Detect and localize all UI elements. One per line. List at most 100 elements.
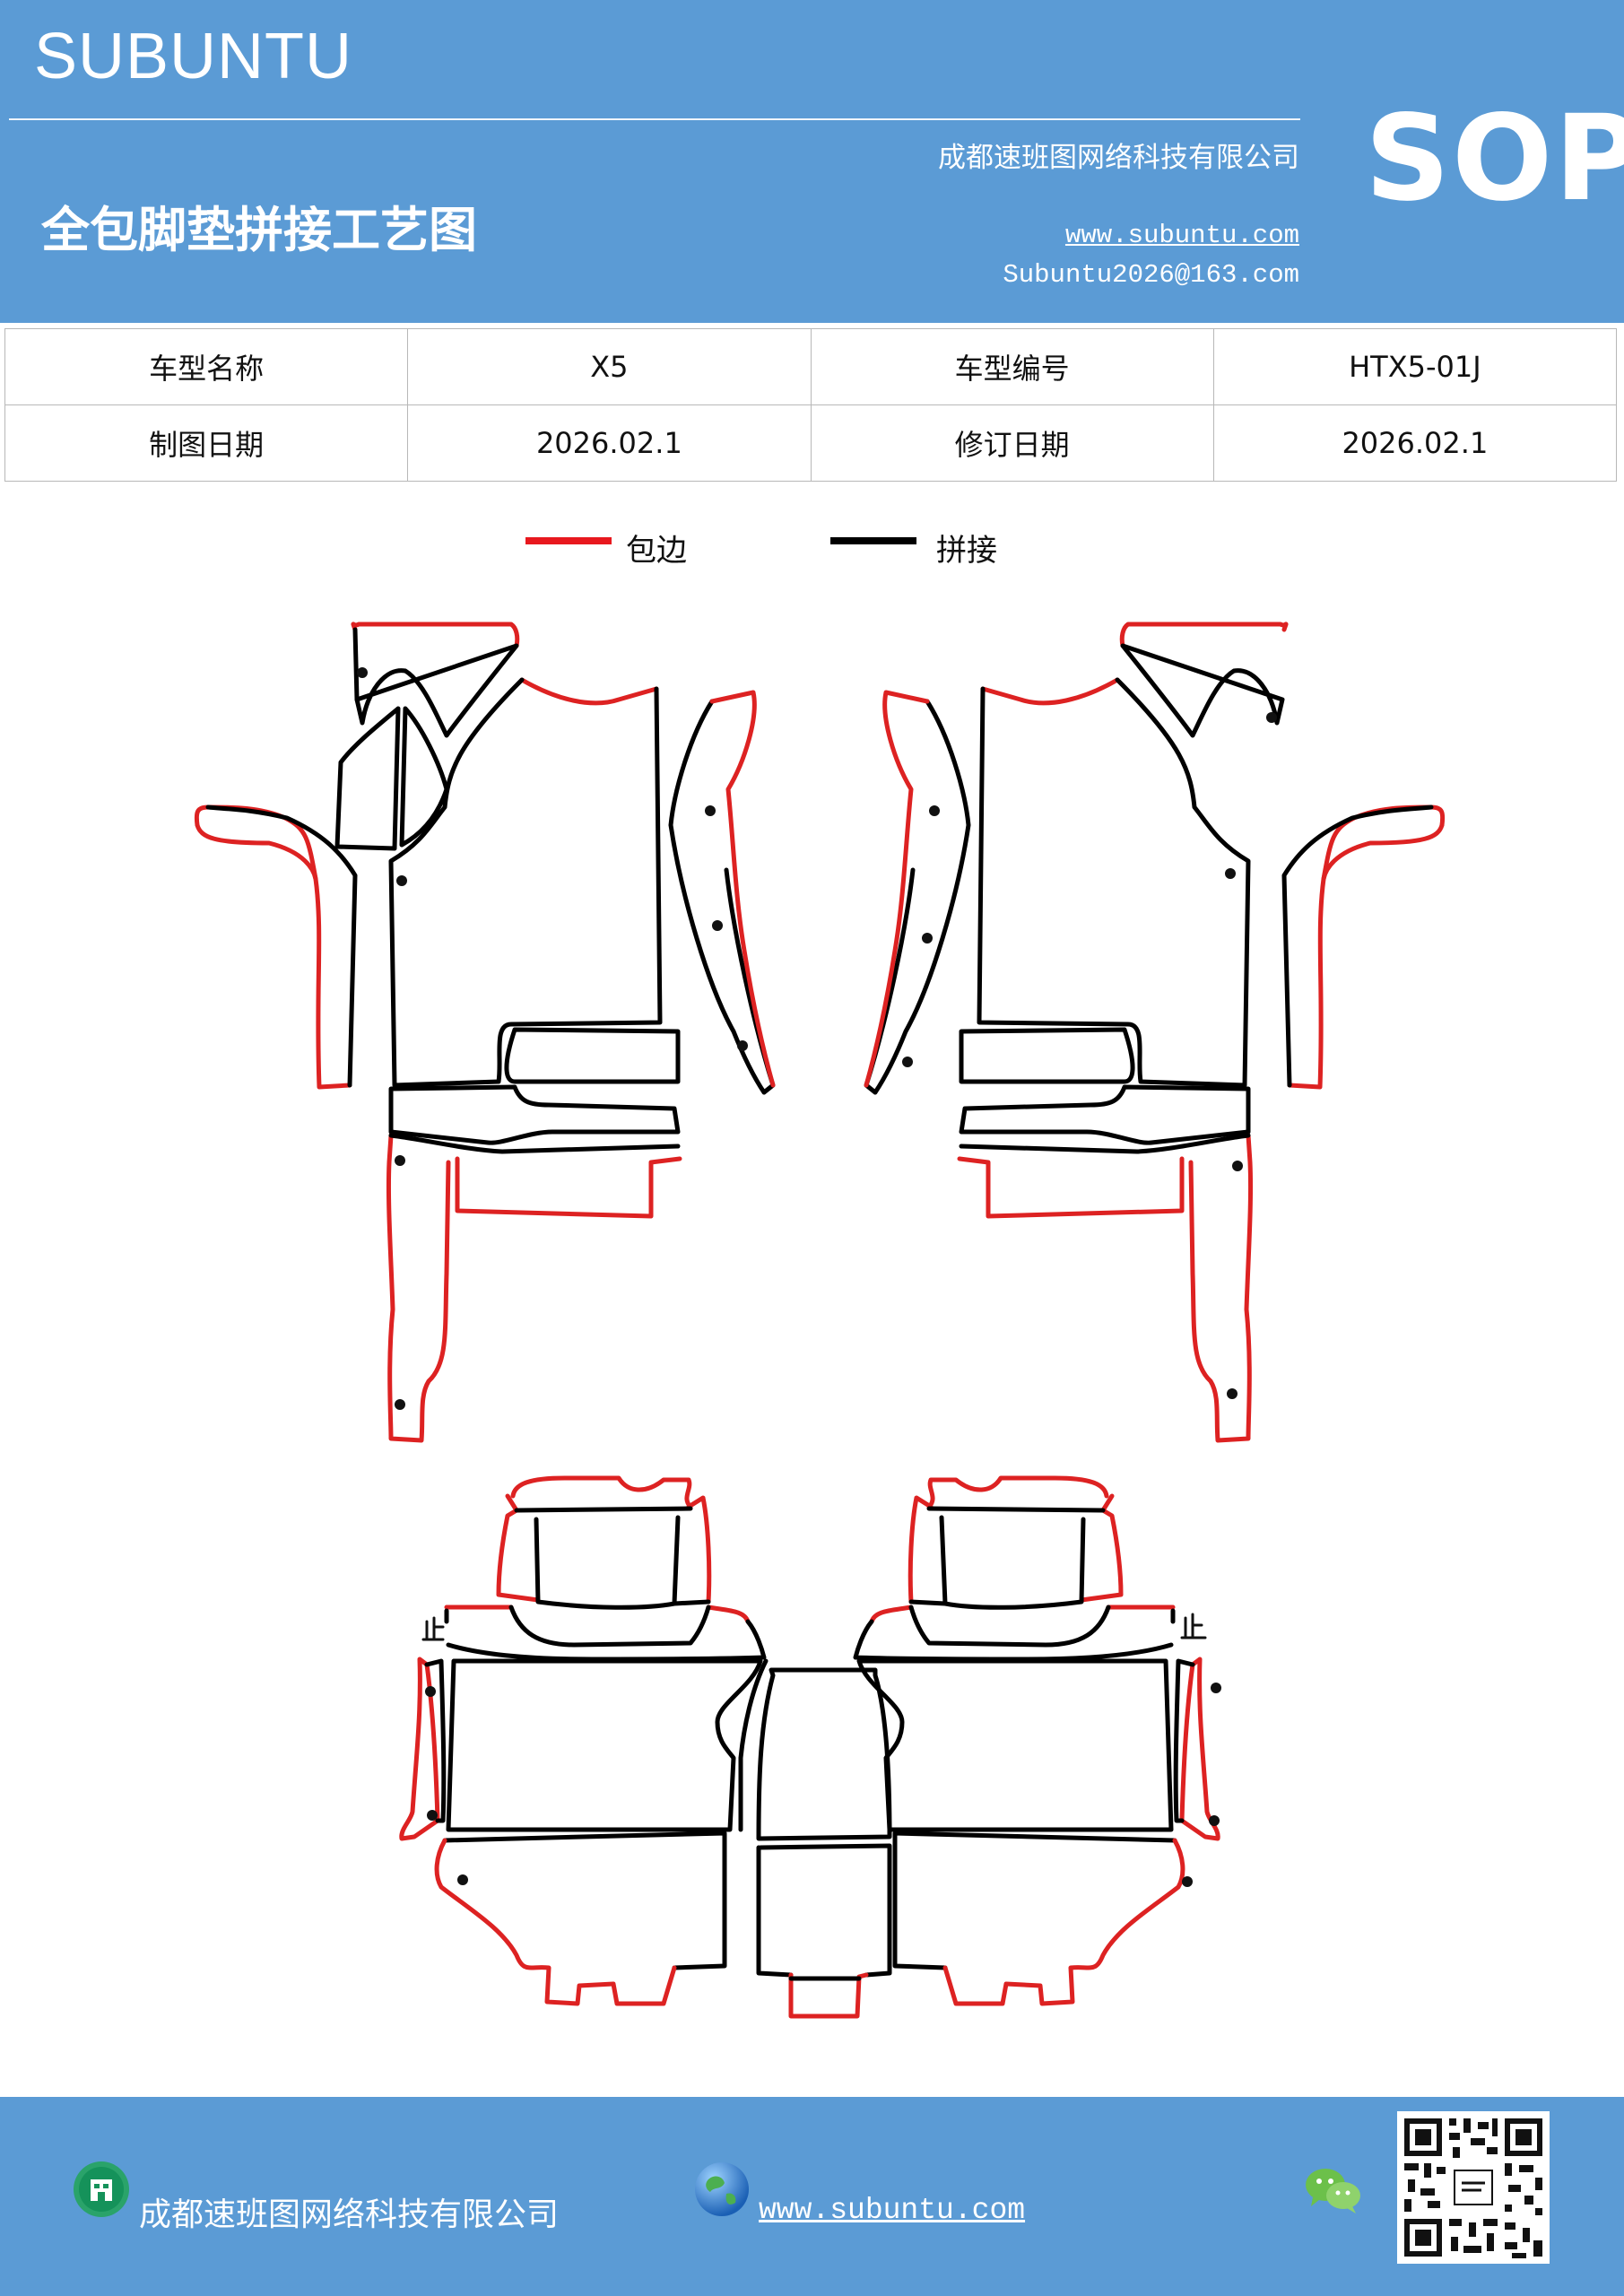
rear-right-pieces bbox=[853, 1475, 1220, 2006]
mat-piece bbox=[1188, 1133, 1254, 1443]
mat-piece bbox=[399, 706, 449, 848]
mat-piece bbox=[869, 1605, 1176, 1624]
brand-name: SUBUNTU bbox=[34, 21, 353, 92]
rivet-dot bbox=[902, 1057, 913, 1067]
rivet-dots bbox=[357, 667, 1277, 1887]
mat-piece bbox=[1287, 804, 1446, 1090]
mat-piece bbox=[1120, 643, 1285, 738]
table-row: 车型名称 X5 车型编号 HTX5-01J bbox=[4, 328, 1618, 405]
mat-piece bbox=[334, 706, 401, 851]
company-icon bbox=[74, 2161, 129, 2217]
rivet-dot bbox=[425, 1686, 436, 1697]
mat-piece bbox=[957, 1156, 1185, 1219]
center-tunnel-pieces bbox=[756, 1667, 892, 2019]
rivet-dot bbox=[457, 1874, 468, 1885]
qr-code bbox=[1397, 2111, 1550, 2264]
sop-badge: SOP bbox=[1365, 90, 1624, 228]
mat-piece bbox=[959, 1084, 1251, 1145]
front-right-pieces bbox=[864, 622, 1446, 1443]
mat-piece bbox=[386, 1133, 451, 1443]
rivet-dot bbox=[705, 805, 716, 816]
wechat-icon[interactable] bbox=[1304, 2163, 1363, 2215]
mat-piece bbox=[686, 1495, 712, 1605]
rear-left-pieces bbox=[399, 1475, 769, 2006]
mat-piece bbox=[434, 1838, 677, 2006]
rivet-dot bbox=[427, 1810, 438, 1821]
mat-piece bbox=[442, 1831, 727, 1970]
rivet-dot bbox=[737, 1040, 748, 1051]
model-name-value: X5 bbox=[407, 328, 812, 405]
mat-piece bbox=[1079, 1493, 1124, 1603]
mat-piece bbox=[853, 1605, 1176, 1662]
mat-piece bbox=[980, 677, 1120, 706]
front-left-pieces bbox=[194, 622, 776, 1443]
rivet-dot bbox=[1225, 868, 1236, 879]
mat-piece bbox=[205, 804, 358, 1088]
draw-date-value: 2026.02.1 bbox=[407, 404, 812, 482]
header-email: Subuntu2026@163.com bbox=[1003, 260, 1299, 290]
mat-piece bbox=[668, 699, 776, 1095]
header-banner bbox=[0, 0, 1624, 323]
header-website-link[interactable]: www.subuntu.com bbox=[1064, 221, 1299, 250]
header-divider bbox=[9, 118, 1300, 120]
header-company: 成都速班图网络科技有限公司 bbox=[938, 142, 1299, 174]
stop-markers bbox=[421, 1613, 1207, 1641]
mat-piece bbox=[388, 677, 663, 1088]
mat-piece bbox=[444, 1605, 767, 1662]
mat-piece bbox=[424, 1658, 447, 1823]
mat-piece bbox=[1173, 1658, 1195, 1823]
mat-piece bbox=[908, 1506, 1106, 1610]
mat-piece bbox=[195, 822, 318, 882]
legend-binding-swatch bbox=[525, 537, 612, 544]
rivet-dot bbox=[357, 667, 368, 678]
model-code-value: HTX5-01J bbox=[1212, 328, 1618, 405]
mat-piece bbox=[864, 690, 930, 1088]
model-name-label: 车型名称 bbox=[4, 328, 409, 405]
mat-piece bbox=[194, 804, 352, 1090]
rivet-dot bbox=[396, 875, 407, 886]
rivet-dot bbox=[1209, 1815, 1220, 1826]
footer-website-link[interactable]: www.subuntu.com bbox=[759, 2194, 1026, 2227]
mat-piece bbox=[926, 1475, 1109, 1509]
page-title: 全包脚垫拼接工艺图 bbox=[41, 201, 477, 258]
vehicle-info-table: 车型名称 X5 车型编号 HTX5-01J 制图日期 2026.02.1 修订日… bbox=[4, 328, 1618, 482]
mat-piece bbox=[1179, 1657, 1220, 1841]
rivet-dot bbox=[395, 1155, 405, 1166]
mat-piece bbox=[959, 1027, 1135, 1084]
mat-piece bbox=[892, 1831, 1177, 1970]
rivet-dot bbox=[1266, 712, 1277, 723]
model-code-label: 车型编号 bbox=[810, 328, 1214, 405]
stop-marker bbox=[1180, 1613, 1207, 1639]
revise-date-label: 修订日期 bbox=[810, 404, 1214, 482]
mat-piece bbox=[455, 1156, 682, 1219]
mat-piece bbox=[446, 1658, 763, 1832]
rivet-dot bbox=[1182, 1876, 1193, 1887]
rivet-dot bbox=[712, 920, 723, 931]
rivet-dot bbox=[1227, 1388, 1238, 1399]
mat-piece bbox=[942, 1838, 1185, 2006]
legend-seam-swatch bbox=[830, 537, 916, 544]
rivet-dot bbox=[1211, 1683, 1221, 1693]
mat-piece bbox=[519, 677, 659, 706]
footer-company: 成都速班图网络科技有限公司 bbox=[139, 2196, 560, 2233]
mat-piece bbox=[977, 677, 1251, 1088]
legend-seam-label: 拼接 bbox=[936, 533, 997, 569]
mat-piece bbox=[510, 1475, 693, 1509]
mat-piece bbox=[444, 1605, 751, 1624]
rivet-dot bbox=[922, 933, 933, 944]
table-row: 制图日期 2026.02.1 修订日期 2026.02.1 bbox=[4, 404, 1618, 482]
mat-piece bbox=[738, 1658, 769, 1832]
mat-piece bbox=[388, 1084, 681, 1145]
legend-binding-label: 包边 bbox=[626, 533, 687, 569]
mat-piece bbox=[1119, 622, 1289, 648]
mat-piece bbox=[908, 1495, 934, 1605]
draw-date-label: 制图日期 bbox=[4, 404, 409, 482]
mat-piece bbox=[1281, 804, 1434, 1088]
mat-piece bbox=[388, 1133, 681, 1154]
revise-date-value: 2026.02.1 bbox=[1212, 404, 1618, 482]
rivet-dot bbox=[929, 805, 940, 816]
stop-marker bbox=[421, 1616, 445, 1641]
mat-piece bbox=[504, 1027, 681, 1084]
mat-piece bbox=[1321, 822, 1445, 882]
mat-piece bbox=[959, 1133, 1251, 1154]
